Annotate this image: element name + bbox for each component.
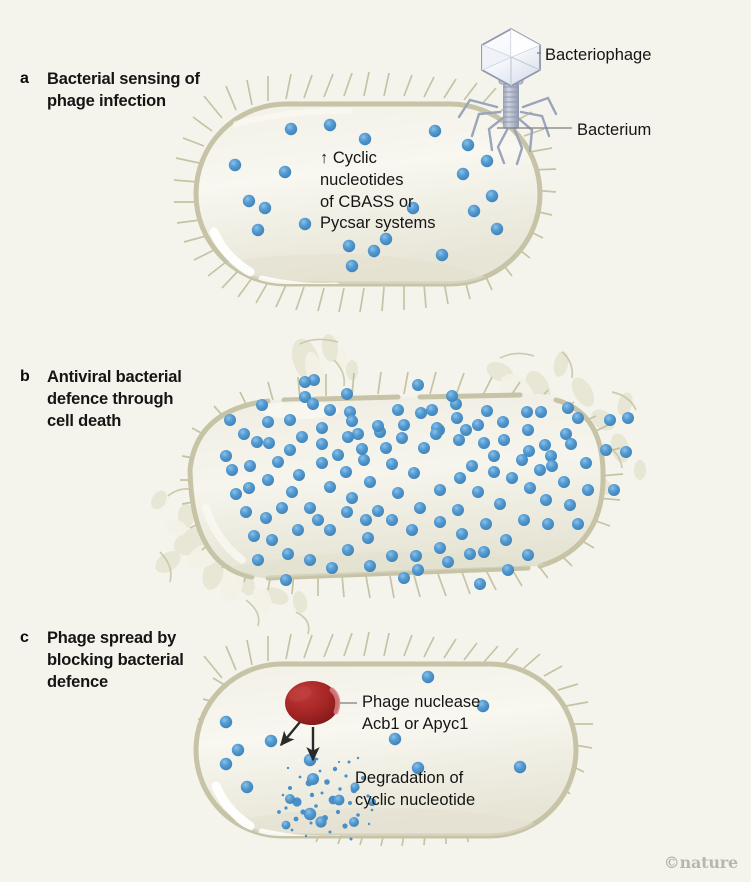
caption-bacteriophage: Bacteriophage <box>545 46 652 64</box>
caption-bacterium: Bacterium <box>577 121 652 139</box>
phage-nuclease-blob <box>285 681 341 725</box>
cyclic-nucleotide-dots-b <box>220 374 634 590</box>
panel-b-illustration <box>151 334 646 635</box>
panel-a-letter: a <box>20 70 29 87</box>
cyclic-nucleotide-dots-a <box>228 118 504 273</box>
panel-b-title: Antiviral bacterial defence through cell… <box>47 368 182 430</box>
degraded-fragment-dots-large <box>281 773 376 830</box>
panel-b-letter: b <box>20 368 30 385</box>
caption-degradation: Degradation of cyclic nucleotide <box>355 769 476 809</box>
caption-phage-nuclease: Phage nuclease Acb1 or Apyc1 <box>362 693 481 733</box>
panel-c-letter: c <box>20 629 29 646</box>
panel-a-title: Bacterial sensing of phage infection <box>47 70 200 110</box>
arrow-to-nucleotide <box>280 721 301 747</box>
panel-c-title: Phage spread by blocking bacterial defen… <box>47 629 184 691</box>
panel-c-illustration <box>193 631 593 847</box>
caption-cyclic-nucleotides: ↑ Cyclic nucleotides of CBASS or Pycsar … <box>320 149 436 233</box>
nature-credit: ©nature <box>663 853 738 872</box>
cyclic-nucleotide-dots-c <box>219 670 527 821</box>
bacteriophage-icon <box>457 27 558 166</box>
